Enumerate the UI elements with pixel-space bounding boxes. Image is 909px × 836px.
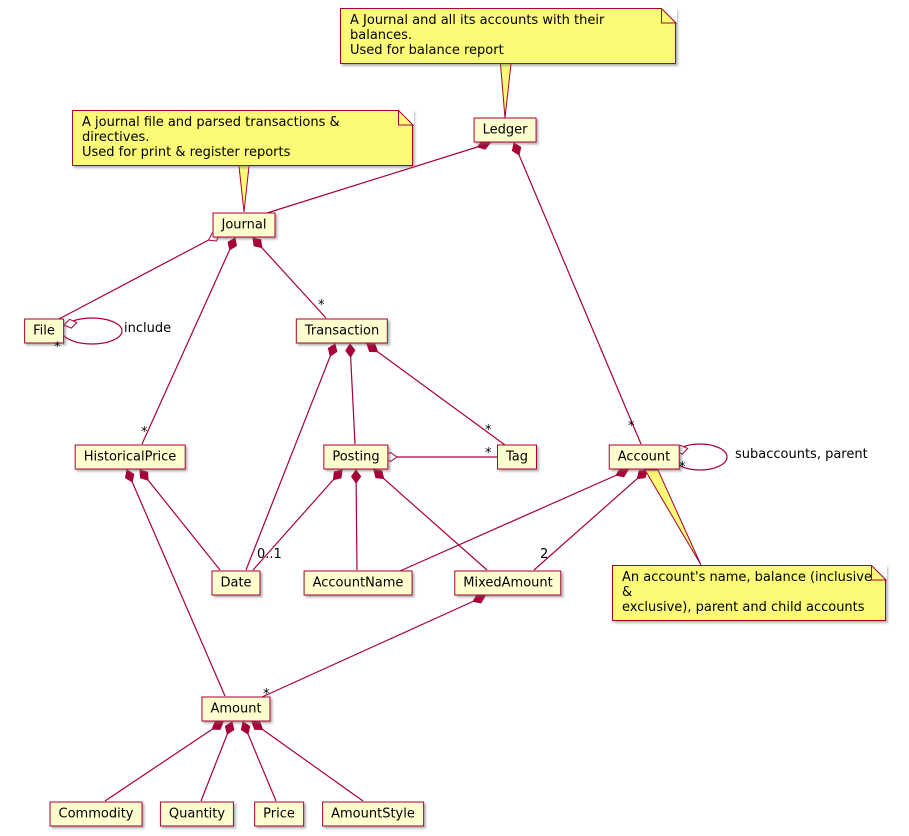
- edge-posting-date: [252, 469, 343, 571]
- class-account: Account: [608, 444, 680, 470]
- composition-diamond-icon: [240, 721, 251, 735]
- composition-diamond-icon: [366, 343, 379, 353]
- class-amount: Amount: [201, 696, 271, 722]
- edge-amount-quantity: [200, 721, 235, 802]
- edge-historicalprice-amount: [124, 469, 226, 697]
- class-ledger: Ledger: [473, 117, 537, 143]
- edge-historicalprice-date: [139, 469, 221, 571]
- role-account-subaccounts: subaccounts, parent: [735, 447, 868, 462]
- mult-ledger-account: *: [628, 419, 635, 434]
- composition-diamond-icon: [345, 343, 356, 358]
- edge-ledger-account: [511, 142, 642, 445]
- mult-transaction-tag: *: [485, 423, 492, 438]
- edge-journal-file: [56, 232, 221, 321]
- mult-mixedamount-amount: *: [263, 687, 270, 702]
- class-tag: Tag: [496, 444, 538, 470]
- edge-amount-commodity: [104, 721, 224, 802]
- note-line: A Journal and all its accounts with thei…: [350, 13, 605, 43]
- class-transaction: Transaction: [295, 318, 389, 344]
- edge-posting-tag: [383, 451, 500, 463]
- mult-file-include: *: [54, 340, 61, 355]
- class-file: File: [24, 318, 64, 344]
- composition-diamond-icon: [350, 469, 362, 484]
- class-posting: Posting: [323, 444, 389, 470]
- mult-journal-transaction: *: [318, 298, 325, 313]
- composition-diamond-icon: [472, 594, 486, 604]
- composition-diamond-icon: [636, 469, 648, 480]
- edge-transaction-tag: [366, 343, 506, 446]
- note-line: An account's name, balance (inclusive &: [622, 570, 872, 600]
- mult-posting-tag: *: [485, 446, 492, 461]
- mult-account-mixedamount: 2: [540, 547, 549, 562]
- edge-account-mixedamount: [533, 469, 648, 571]
- edge-amount-amountstyle: [251, 721, 364, 802]
- composition-diamond-icon: [511, 142, 522, 156]
- composition-diamond-icon: [373, 469, 385, 480]
- composition-diamond-icon: [211, 721, 224, 730]
- note-line: Used for print & register reports: [82, 145, 291, 160]
- note-ledger: A Journal and all its accounts with thei…: [340, 7, 677, 64]
- composition-diamond-icon: [124, 469, 135, 483]
- mult-journal-historicalprice: *: [141, 425, 148, 440]
- composition-diamond-icon: [332, 469, 343, 481]
- class-journal: Journal: [212, 212, 276, 238]
- note-line: exclusive), parent and child accounts: [622, 600, 865, 615]
- composition-diamond-icon: [252, 237, 263, 249]
- role-file-include: include: [124, 321, 172, 336]
- note-fold-icon: [397, 109, 414, 126]
- edge-transaction-posting: [345, 343, 356, 445]
- note-fold-icon: [660, 7, 677, 24]
- self-loop-file-include: [61, 317, 123, 345]
- composition-diamond-icon: [139, 469, 149, 481]
- note-journal: A journal file and parsed transactions &…: [72, 109, 414, 166]
- edge-posting-accountname: [350, 469, 362, 571]
- class-mixedamount: MixedAmount: [454, 570, 562, 596]
- composition-diamond-icon: [615, 467, 629, 478]
- edge-mixedamount-amount: [261, 594, 486, 698]
- class-amountstyle: AmountStyle: [322, 801, 424, 827]
- note-account: An account's name, balance (inclusive &e…: [612, 564, 887, 621]
- edge-posting-mixedamount: [373, 469, 488, 571]
- composition-diamond-icon: [251, 721, 264, 731]
- edge-account-accountname: [399, 467, 629, 572]
- edge-amount-price: [240, 721, 277, 802]
- note-line: Used for balance report: [350, 43, 504, 58]
- class-historicalprice: HistoricalPrice: [74, 444, 186, 470]
- class-quantity: Quantity: [159, 801, 235, 827]
- note-account-pointer: [644, 469, 702, 566]
- edge-journal-historicalprice: [141, 237, 237, 445]
- edge-journal-transaction: [252, 237, 327, 319]
- mult-account-subaccounts: *: [679, 460, 686, 475]
- edge-transaction-date: [245, 343, 338, 571]
- composition-diamond-icon: [327, 343, 338, 357]
- composition-diamond-icon: [227, 237, 237, 251]
- class-commodity: Commodity: [49, 801, 143, 827]
- class-date: Date: [211, 570, 261, 596]
- class-accountname: AccountName: [303, 570, 413, 596]
- note-line: A journal file and parsed transactions &…: [82, 115, 340, 145]
- note-fold-icon: [870, 564, 887, 581]
- aggregation-diamond-icon: [63, 318, 78, 329]
- mult-posting-date: 0..1: [257, 547, 282, 562]
- class-price: Price: [254, 801, 304, 827]
- composition-diamond-icon: [224, 721, 235, 735]
